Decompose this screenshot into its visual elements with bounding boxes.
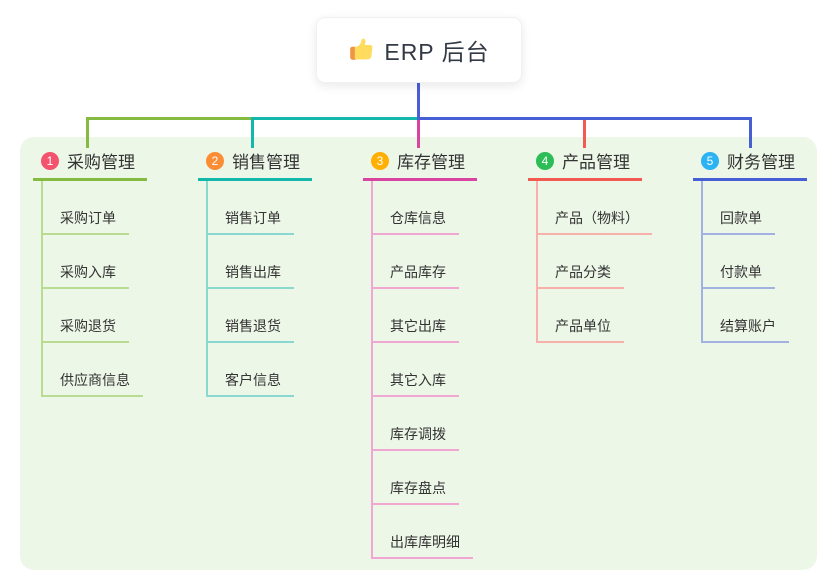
branch-product-title[interactable]: 4 产品管理	[528, 148, 642, 181]
node-stock-count-label: 库存盘点	[373, 478, 459, 505]
node-purchase-order-label: 采购订单	[43, 208, 129, 235]
node-settlement-account-label: 结算账户	[703, 316, 789, 343]
branch-inventory-badge: 3	[371, 151, 389, 170]
branch-purchase-label: 采购管理	[67, 153, 135, 172]
node-sales-order-label: 销售订单	[208, 208, 294, 235]
node-purchase-return-label: 采购退货	[43, 316, 129, 343]
branch-product-label: 产品管理	[562, 153, 630, 172]
node-payment-doc[interactable]: 付款单	[703, 235, 789, 289]
thumbs-up-icon	[350, 38, 373, 60]
node-product-unit[interactable]: 产品单位	[538, 289, 652, 343]
node-sales-outbound[interactable]: 销售出库	[208, 235, 294, 289]
node-payment-doc-label: 付款单	[703, 262, 775, 289]
node-product-category[interactable]: 产品分类	[538, 235, 652, 289]
node-warehouse-info[interactable]: 仓库信息	[373, 181, 473, 235]
node-stock-count[interactable]: 库存盘点	[373, 451, 473, 505]
branch-inventory-title[interactable]: 3 库存管理	[363, 148, 477, 181]
node-purchase-inbound-label: 采购入库	[43, 262, 129, 289]
branch-finance-label: 财务管理	[727, 153, 795, 172]
branch-sales-label: 销售管理	[232, 153, 300, 172]
branch-sales: 2 销售管理 销售订单 销售出库 销售退货 客户信息	[198, 148, 312, 397]
branch-purchase-title[interactable]: 1 采购管理	[33, 148, 147, 181]
connector-drop-finance	[749, 117, 752, 148]
branch-finance-children: 回款单 付款单 结算账户	[701, 181, 789, 343]
node-stock-transfer-label: 库存调拨	[373, 424, 459, 451]
node-supplier-info[interactable]: 供应商信息	[43, 343, 143, 397]
branch-finance: 5 财务管理 回款单 付款单 结算账户	[693, 148, 807, 343]
connector-drop-sales	[251, 117, 254, 148]
connector-bus-sales	[251, 117, 420, 120]
connector-root-stem	[417, 83, 420, 120]
node-purchase-inbound[interactable]: 采购入库	[43, 235, 143, 289]
root-label: ERP 后台	[384, 39, 490, 65]
branch-sales-children: 销售订单 销售出库 销售退货 客户信息	[206, 181, 294, 397]
branch-inventory: 3 库存管理 仓库信息 产品库存 其它出库 其它入库 库存调拨 库存盘点	[363, 148, 477, 559]
node-other-inbound-label: 其它入库	[373, 370, 459, 397]
node-settlement-account[interactable]: 结算账户	[703, 289, 789, 343]
branch-purchase: 1 采购管理 采购订单 采购入库 采购退货 供应商信息	[33, 148, 147, 397]
node-supplier-info-label: 供应商信息	[43, 370, 143, 397]
branch-finance-title[interactable]: 5 财务管理	[693, 148, 807, 181]
branch-inventory-label: 库存管理	[397, 153, 465, 172]
branch-finance-badge: 5	[701, 151, 719, 170]
branch-product-children: 产品（物料） 产品分类 产品单位	[536, 181, 652, 343]
node-product-stock[interactable]: 产品库存	[373, 235, 473, 289]
node-receipt-doc-label: 回款单	[703, 208, 775, 235]
connector-drop-inventory	[417, 117, 420, 148]
node-purchase-return[interactable]: 采购退货	[43, 289, 143, 343]
node-outbound-detail[interactable]: 出库库明细	[373, 505, 473, 559]
connector-drop-product	[583, 117, 586, 148]
node-other-outbound[interactable]: 其它出库	[373, 289, 473, 343]
node-customer-info[interactable]: 客户信息	[208, 343, 294, 397]
branch-sales-title[interactable]: 2 销售管理	[198, 148, 312, 181]
node-product-material[interactable]: 产品（物料）	[538, 181, 652, 235]
branch-sales-badge: 2	[206, 151, 224, 170]
branch-product: 4 产品管理 产品（物料） 产品分类 产品单位	[528, 148, 652, 343]
root-node[interactable]: ERP 后台	[316, 17, 522, 83]
node-other-inbound[interactable]: 其它入库	[373, 343, 473, 397]
node-product-category-label: 产品分类	[538, 262, 624, 289]
connector-bus-finance	[417, 117, 752, 120]
branch-purchase-children: 采购订单 采购入库 采购退货 供应商信息	[41, 181, 143, 397]
connector-drop-purchase	[86, 117, 89, 148]
node-other-outbound-label: 其它出库	[373, 316, 459, 343]
node-customer-info-label: 客户信息	[208, 370, 294, 397]
node-sales-return[interactable]: 销售退货	[208, 289, 294, 343]
branch-product-badge: 4	[536, 151, 554, 170]
node-product-material-label: 产品（物料）	[538, 208, 652, 235]
node-outbound-detail-label: 出库库明细	[373, 532, 473, 559]
node-purchase-order[interactable]: 采购订单	[43, 181, 143, 235]
branches-panel	[20, 137, 817, 570]
node-receipt-doc[interactable]: 回款单	[703, 181, 789, 235]
node-product-stock-label: 产品库存	[373, 262, 459, 289]
node-sales-outbound-label: 销售出库	[208, 262, 294, 289]
branch-inventory-children: 仓库信息 产品库存 其它出库 其它入库 库存调拨 库存盘点 出库库明细	[371, 181, 473, 559]
branch-purchase-badge: 1	[41, 151, 59, 170]
node-stock-transfer[interactable]: 库存调拨	[373, 397, 473, 451]
node-sales-order[interactable]: 销售订单	[208, 181, 294, 235]
node-warehouse-info-label: 仓库信息	[373, 208, 459, 235]
node-product-unit-label: 产品单位	[538, 316, 624, 343]
node-sales-return-label: 销售退货	[208, 316, 294, 343]
